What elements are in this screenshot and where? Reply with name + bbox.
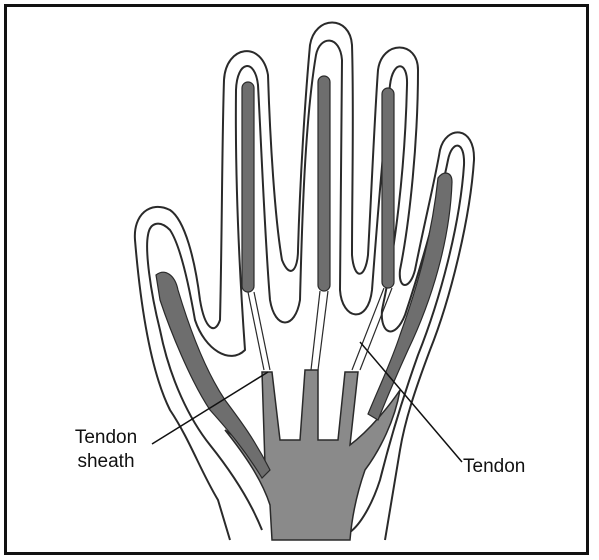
middle-tendon-connector	[311, 291, 320, 370]
ring-tendon-connector	[352, 288, 384, 370]
tendon-label: Tendon	[463, 455, 525, 479]
index-finger-tendon	[242, 82, 254, 292]
tendon-sheath-label: Tendon sheath	[56, 426, 156, 474]
ring-tendon-connector-2	[360, 288, 392, 370]
tendon-sheath-label-line1: Tendon	[56, 426, 156, 450]
tendon-sheath-label-line2: sheath	[56, 450, 156, 474]
middle-finger-tendon	[318, 76, 330, 291]
middle-tendon-connector-2	[318, 291, 328, 370]
ring-finger-tendon	[382, 88, 394, 288]
